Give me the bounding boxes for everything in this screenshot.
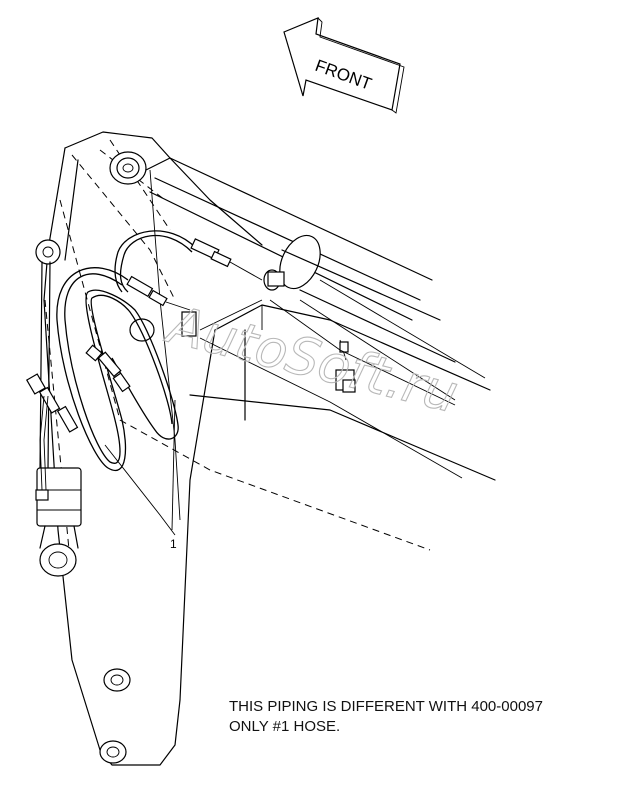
note-line-1: THIS PIPING IS DIFFERENT WITH 400-00097	[229, 698, 543, 715]
callout-label-1: 1	[170, 537, 177, 551]
hose-fitting	[25, 238, 263, 501]
front-arrow-icon: FRONT	[283, 17, 405, 114]
watermark-text: AutoSoft.ru	[160, 295, 464, 425]
note-line-2: ONLY #1 HOSE.	[229, 718, 341, 735]
hose-1-loop	[25, 230, 263, 501]
piping-note: THIS PIPING IS DIFFERENT WITH 400-00097 …	[229, 697, 624, 737]
boom-top-pin	[109, 151, 147, 185]
callout-1-leader: 1	[104, 399, 177, 551]
arm-cylinder	[35, 239, 82, 577]
pipe-clamps	[181, 271, 463, 479]
boom-lower-pins	[99, 318, 155, 764]
